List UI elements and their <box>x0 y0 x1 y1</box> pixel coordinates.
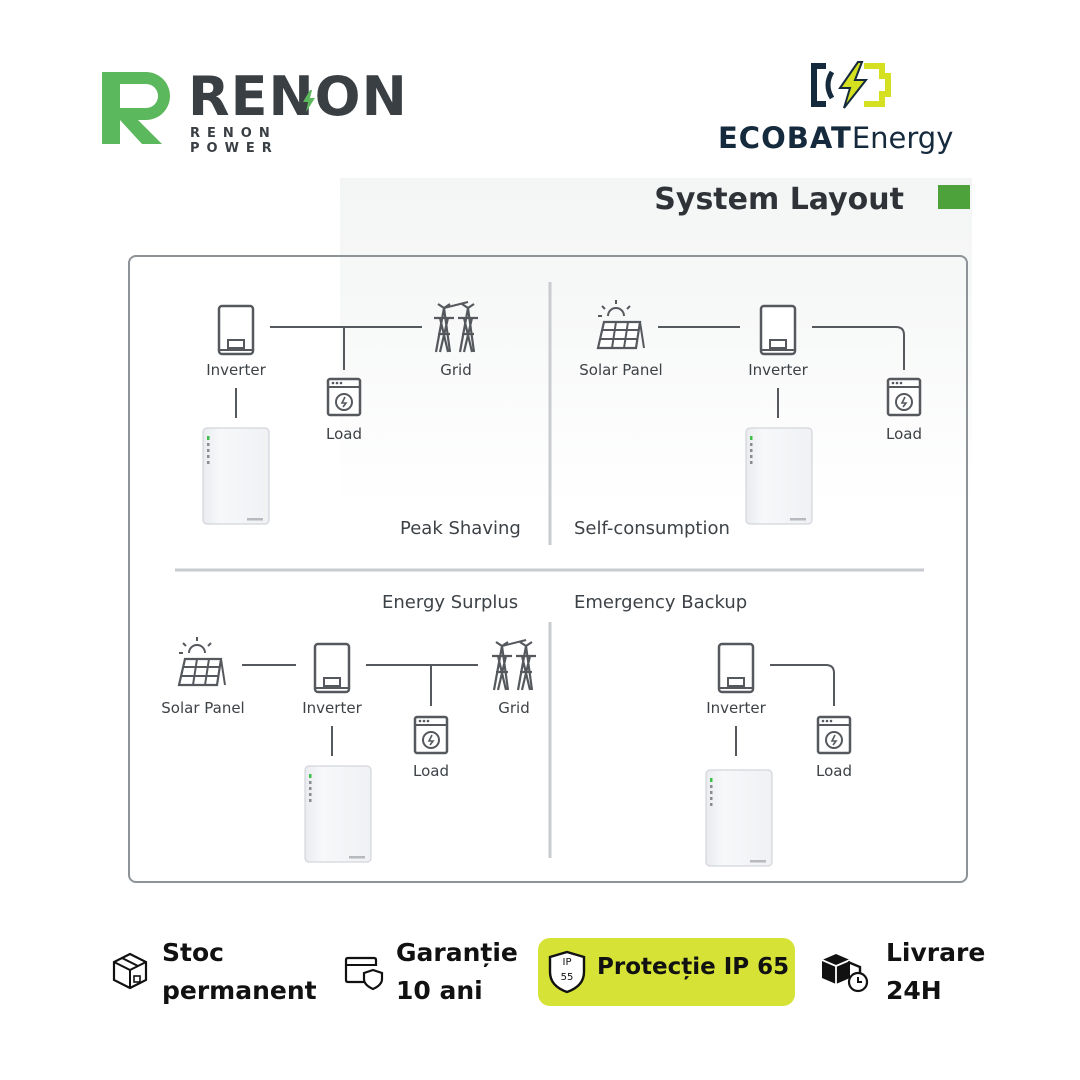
load-icon <box>413 715 449 755</box>
ecobat-wordmark-bold: ECOBAT <box>718 121 852 155</box>
feature-warranty-text: Garanție 10 ani <box>396 934 518 1010</box>
renon-tagline: RENON POWER <box>190 126 279 156</box>
label-load: Load <box>816 762 852 780</box>
feature-delivery-text: Livrare 24H <box>886 934 985 1010</box>
ecobat-wordmark: ECOBATEnergy <box>718 124 953 153</box>
battery-unit-image <box>705 769 773 867</box>
connector-lines <box>235 326 422 418</box>
load-icon <box>816 715 852 755</box>
quadrant-peak-shaving <box>202 300 480 525</box>
quadrant-energy-surplus <box>177 635 538 863</box>
feature-stock-line2: permanent <box>162 976 317 1005</box>
label-inverter: Inverter <box>706 699 766 717</box>
quadrant-self-consumption <box>596 298 922 525</box>
label-inverter: Inverter <box>302 699 362 717</box>
battery-unit-image <box>202 427 270 525</box>
label-load: Load <box>886 425 922 443</box>
feature-stock-line1: Stoc <box>162 938 224 967</box>
label-inverter: Inverter <box>748 361 808 379</box>
diagram-frame <box>128 255 968 883</box>
connector-lines <box>735 664 835 756</box>
renon-r-mark-icon <box>102 72 170 144</box>
label-inverter: Inverter <box>206 361 266 379</box>
mode-label-peak-shaving: Peak Shaving <box>400 518 521 539</box>
label-solar-panel: Solar Panel <box>161 699 245 717</box>
ecobat-wordmark-light: Energy <box>851 121 954 155</box>
title-accent-bar <box>938 185 970 209</box>
quadrant-emergency-backup <box>705 642 852 867</box>
diagram-title: System Layout <box>654 182 904 217</box>
inverter-icon <box>217 304 255 356</box>
ecobat-battery-icon <box>811 61 891 109</box>
label-grid: Grid <box>498 699 530 717</box>
connector-lines <box>658 326 905 418</box>
mode-label-emergency-backup: Emergency Backup <box>574 592 748 613</box>
shield-wallet-icon <box>344 956 384 991</box>
feature-stock-text: Stoc permanent <box>162 934 317 1010</box>
solar-panel-icon <box>177 635 227 687</box>
delivery-clock-icon <box>821 954 869 993</box>
label-solar-panel: Solar Panel <box>579 361 663 379</box>
load-icon <box>886 377 922 417</box>
feature-delivery-line2: 24H <box>886 976 942 1005</box>
inverter-icon <box>313 642 351 694</box>
grid-tower-icon <box>490 638 538 692</box>
renon-wordmark: RENON <box>188 65 408 128</box>
inverter-icon <box>759 304 797 356</box>
feature-warranty-line1: Garanție <box>396 938 518 967</box>
load-icon <box>326 377 362 417</box>
battery-unit-image <box>304 765 372 863</box>
feature-ip-text: Protecție IP 65 <box>597 954 790 980</box>
label-load: Load <box>413 762 449 780</box>
feature-warranty-line2: 10 ani <box>396 976 483 1005</box>
connector-lines <box>242 664 478 756</box>
label-grid: Grid <box>440 361 472 379</box>
battery-unit-image <box>745 427 813 525</box>
ip-badge-top: IP <box>562 957 572 968</box>
mode-label-self-consumption: Self-consumption <box>574 518 730 539</box>
renon-bolt-icon <box>303 90 315 112</box>
grid-tower-icon <box>432 300 480 354</box>
mode-label-energy-surplus: Energy Surplus <box>382 592 519 613</box>
feature-delivery-line1: Livrare <box>886 938 986 967</box>
label-load: Load <box>326 425 362 443</box>
ip55-shield-icon <box>548 950 586 994</box>
solar-panel-icon <box>596 298 646 350</box>
ip-badge-bottom: 55 <box>560 972 574 983</box>
package-icon <box>112 952 148 990</box>
inverter-icon <box>717 642 755 694</box>
